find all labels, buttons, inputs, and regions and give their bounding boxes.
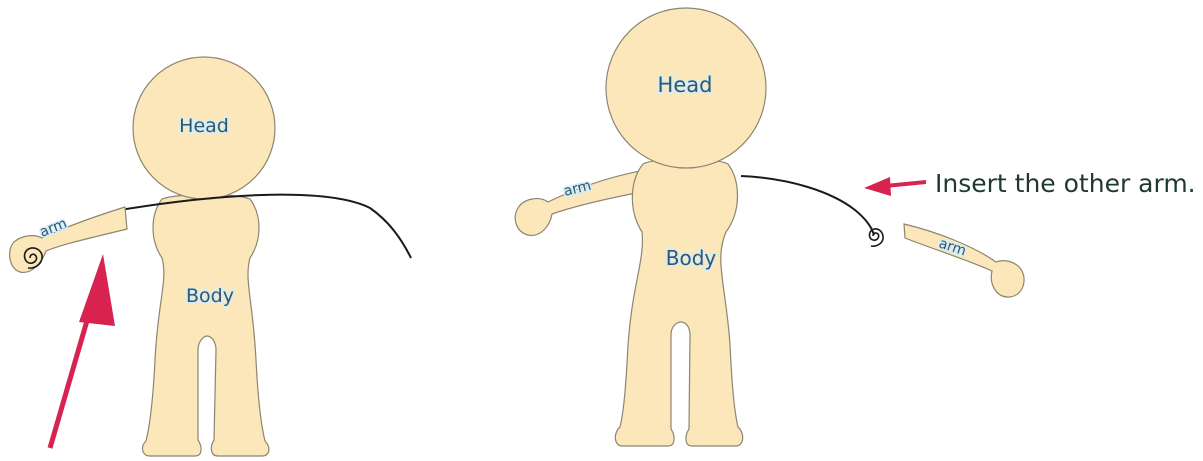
left-body xyxy=(143,195,269,457)
detached-arm xyxy=(904,224,1024,297)
callout-arrow xyxy=(864,177,926,196)
left-head-label: Head xyxy=(179,115,229,137)
instruction-text: Insert the other arm. xyxy=(935,169,1196,198)
right-body-label: Body xyxy=(666,246,717,270)
insert-arrow xyxy=(50,254,115,448)
right-wire-spiral xyxy=(869,229,883,246)
right-body xyxy=(615,159,742,446)
detached-arm-label: arm xyxy=(937,236,968,260)
right-head-label: Head xyxy=(658,73,713,97)
left-figure: Head Body arm xyxy=(10,57,411,456)
left-body-label: Body xyxy=(186,285,234,307)
right-figure: Head Body arm arm Insert the other arm. xyxy=(515,8,1195,446)
right-wire xyxy=(741,176,874,235)
